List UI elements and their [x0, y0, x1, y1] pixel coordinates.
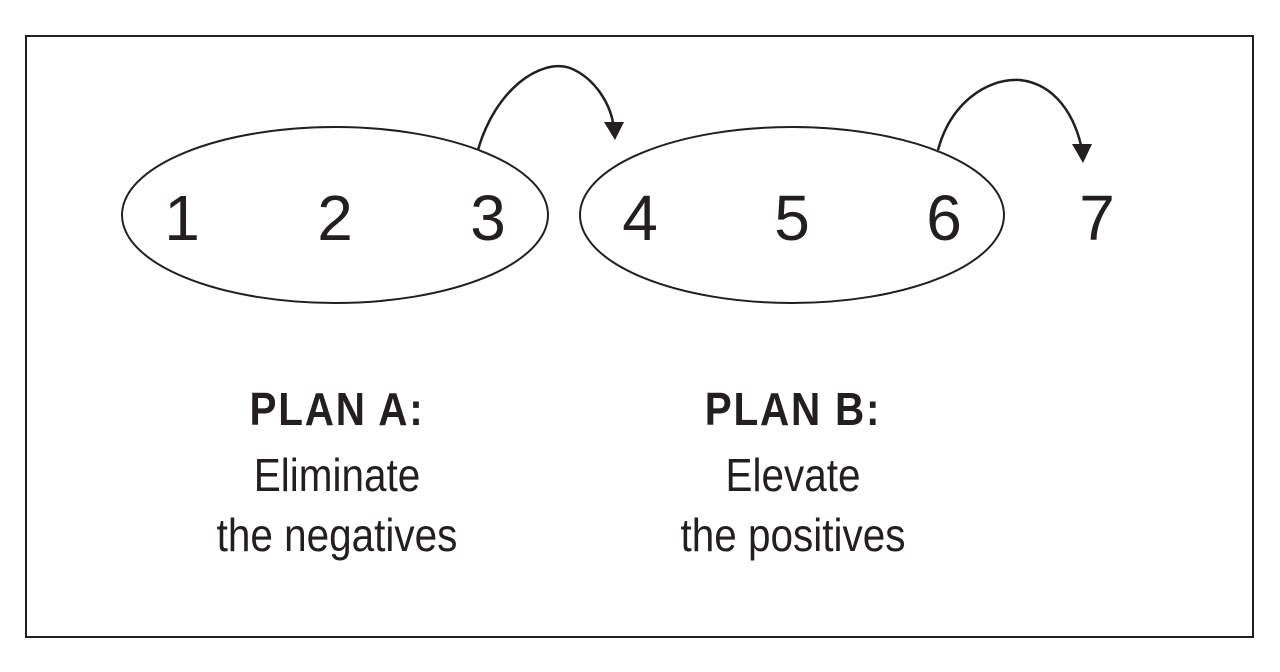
plan-b-block: PLAN B: Elevate the positives [613, 383, 973, 565]
number-6: 6 [926, 182, 962, 254]
plan-a-ellipse [121, 126, 549, 304]
number-5: 5 [774, 182, 810, 254]
plan-a-line1: Eliminate [253, 449, 421, 501]
arrow-3-to-4 [476, 65, 616, 151]
number-4: 4 [622, 182, 658, 254]
plan-a-line2: the negatives [216, 509, 458, 561]
plan-a-block: PLAN A: Eliminate the negatives [157, 383, 517, 565]
plan-a-title: PLAN A: [249, 383, 425, 435]
number-2: 2 [317, 182, 353, 254]
arrowhead-3-to-4 [604, 122, 624, 140]
plan-b-ellipse [579, 126, 1005, 304]
number-7: 7 [1079, 182, 1115, 254]
number-3: 3 [470, 182, 506, 254]
plan-b-title: PLAN B: [704, 383, 882, 435]
arrowhead-6-to-7 [1072, 144, 1092, 163]
plan-b-line1: Elevate [725, 449, 861, 501]
plan-b-line2: the positives [680, 509, 906, 561]
number-1: 1 [164, 182, 200, 254]
diagram-frame [25, 35, 1254, 638]
arrow-6-to-7 [936, 78, 1084, 151]
